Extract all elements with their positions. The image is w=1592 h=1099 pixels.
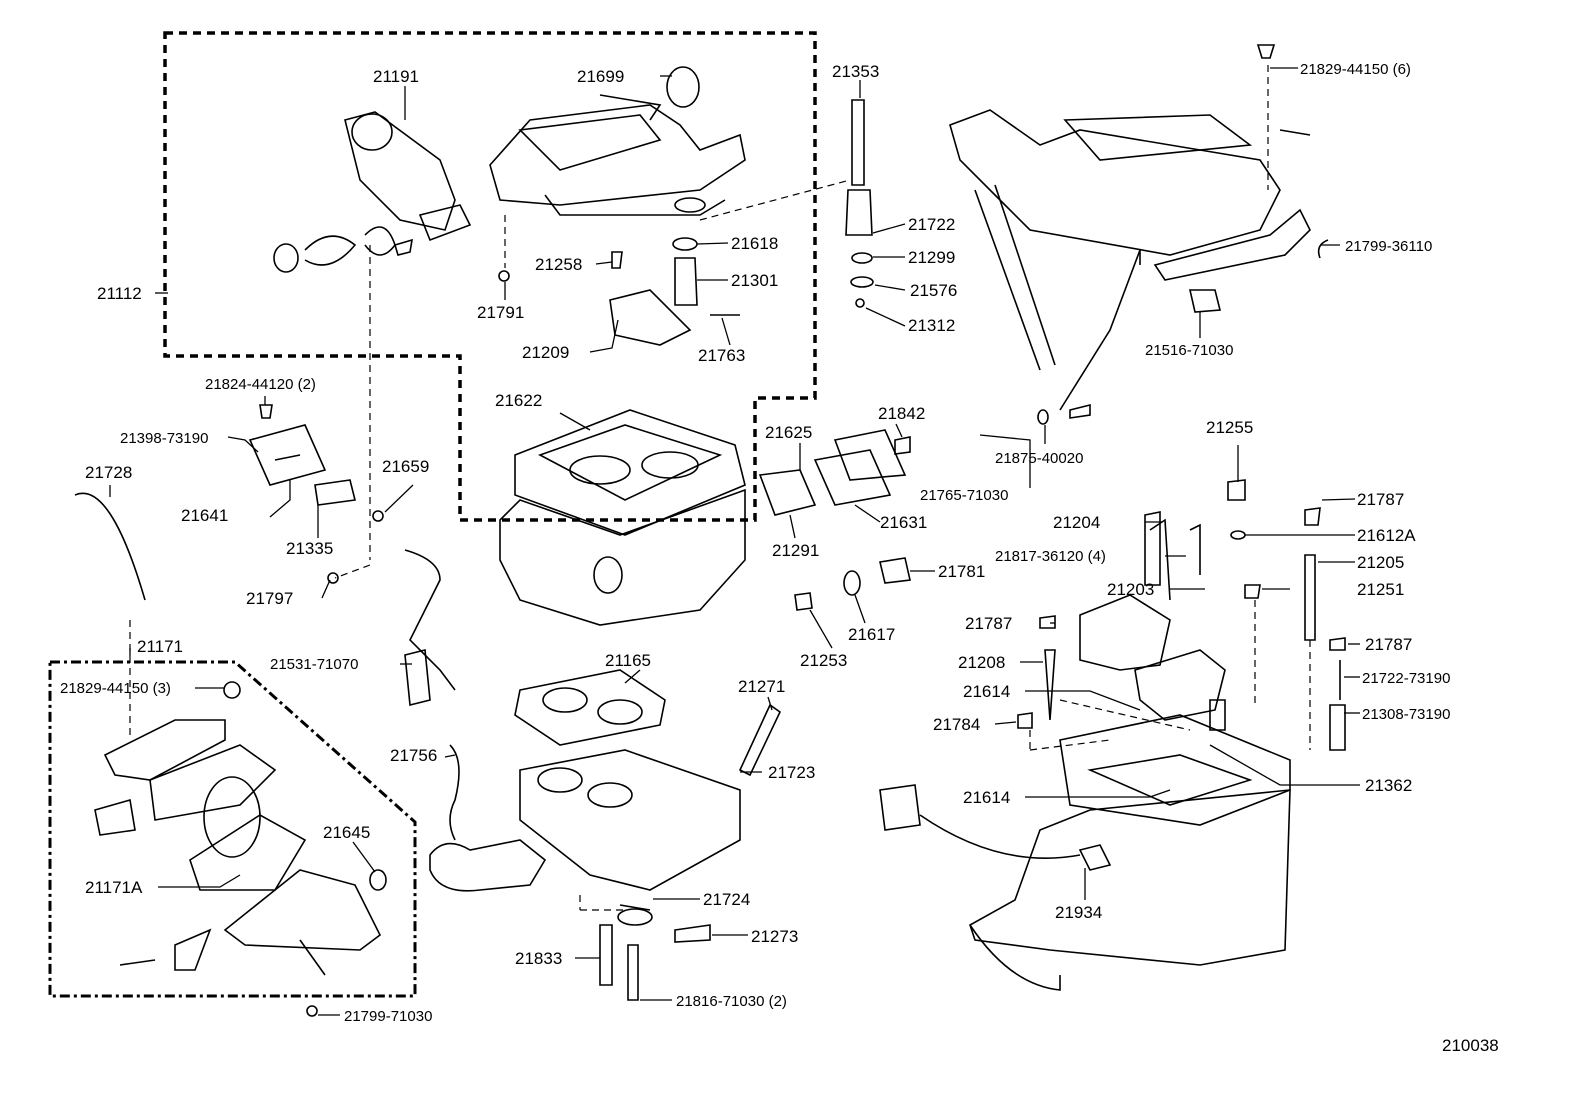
label-21817-36120-4: 21817-36120 (4) — [995, 548, 1106, 565]
label-21833: 21833 — [515, 949, 562, 968]
label-21723: 21723 — [768, 763, 815, 782]
label-21251: 21251 — [1357, 580, 1404, 599]
label-21722: 21722 — [908, 215, 955, 234]
label-21641: 21641 — [181, 506, 228, 525]
label-21934: 21934 — [1055, 903, 1102, 922]
label-21205: 21205 — [1357, 553, 1404, 572]
label-21204: 21204 — [1053, 513, 1100, 532]
label-21203: 21203 — [1107, 580, 1154, 599]
label-21829-44150-6: 21829-44150 (6) — [1300, 61, 1411, 78]
part-number-labels: 21191 21699 21353 21829-44150 (6) 21112 … — [60, 61, 1450, 1025]
diaphragm-assembly-sketch — [94, 681, 387, 1017]
label-21171A: 21171A — [85, 878, 143, 897]
label-21258: 21258 — [535, 255, 582, 274]
label-21824-44120-2: 21824-44120 (2) — [205, 376, 316, 393]
label-21398-73190: 21398-73190 — [120, 430, 208, 447]
label-21799-71030: 21799-71030 — [344, 1008, 432, 1025]
label-21756: 21756 — [390, 746, 437, 765]
label-21791: 21791 — [477, 303, 524, 322]
label-21645: 21645 — [323, 823, 370, 842]
label-21617: 21617 — [848, 625, 895, 644]
label-21618: 21618 — [731, 234, 778, 253]
label-21784: 21784 — [933, 715, 980, 734]
label-21308-73190: 21308-73190 — [1362, 706, 1450, 723]
label-21576: 21576 — [910, 281, 957, 300]
label-21253: 21253 — [800, 651, 847, 670]
label-21612A: 21612A — [1357, 526, 1416, 545]
diagram-id: 210038 — [1442, 1036, 1499, 1055]
alignment-dashed-lines — [129, 65, 1311, 911]
leader-lines — [109, 67, 1360, 1016]
label-21797: 21797 — [246, 589, 293, 608]
label-21255: 21255 — [1206, 418, 1253, 437]
label-21699: 21699 — [577, 67, 624, 86]
throttle-body-sketch — [429, 669, 741, 892]
label-21724: 21724 — [703, 890, 750, 909]
label-21171: 21171 — [137, 637, 183, 656]
right-carb-body-sketch — [879, 479, 1346, 991]
air-horn-assembly-sketch — [273, 66, 746, 273]
label-21816-71030-2: 21816-71030 (2) — [676, 993, 787, 1010]
label-21765-71030: 21765-71030 — [920, 487, 1008, 504]
label-21271: 21271 — [738, 677, 785, 696]
label-21614-b: 21614 — [963, 788, 1010, 807]
label-21625: 21625 — [765, 423, 812, 442]
label-21622: 21622 — [495, 391, 542, 410]
label-21799-36110: 21799-36110 — [1345, 238, 1432, 255]
group-boundary-21112 — [163, 31, 817, 522]
label-21273: 21273 — [751, 927, 798, 946]
label-21787-b: 21787 — [965, 614, 1012, 633]
label-21728: 21728 — [85, 463, 132, 482]
label-21781: 21781 — [938, 562, 985, 581]
label-21875-40020: 21875-40020 — [995, 450, 1083, 467]
label-21208: 21208 — [958, 653, 1005, 672]
label-21516-71030: 21516-71030 — [1145, 342, 1233, 359]
label-21763: 21763 — [698, 346, 745, 365]
right-air-horn-sketch — [949, 44, 1329, 425]
label-21312: 21312 — [908, 316, 955, 335]
label-21301: 21301 — [731, 271, 778, 290]
label-21353: 21353 — [832, 62, 879, 81]
label-21531-71070: 21531-71070 — [270, 656, 358, 673]
label-21722-73190: 21722-73190 — [1362, 670, 1450, 687]
label-21787-c: 21787 — [1365, 635, 1412, 654]
label-21829-44150-3: 21829-44150 (3) — [60, 680, 171, 697]
label-21362: 21362 — [1365, 776, 1412, 795]
label-21299: 21299 — [908, 248, 955, 267]
label-21291: 21291 — [772, 541, 819, 560]
label-21112: 21112 — [97, 284, 142, 303]
label-21209: 21209 — [522, 343, 569, 362]
label-21787-a: 21787 — [1357, 490, 1404, 509]
label-21165: 21165 — [605, 651, 651, 670]
group-boundary-21171 — [48, 660, 417, 998]
label-21191: 21191 — [373, 67, 419, 86]
label-21335: 21335 — [286, 539, 333, 558]
label-21659: 21659 — [382, 457, 429, 476]
label-21842: 21842 — [878, 404, 925, 423]
label-21631: 21631 — [880, 513, 927, 532]
carburetor-body-sketch — [499, 409, 746, 626]
label-21614-a: 21614 — [963, 682, 1010, 701]
